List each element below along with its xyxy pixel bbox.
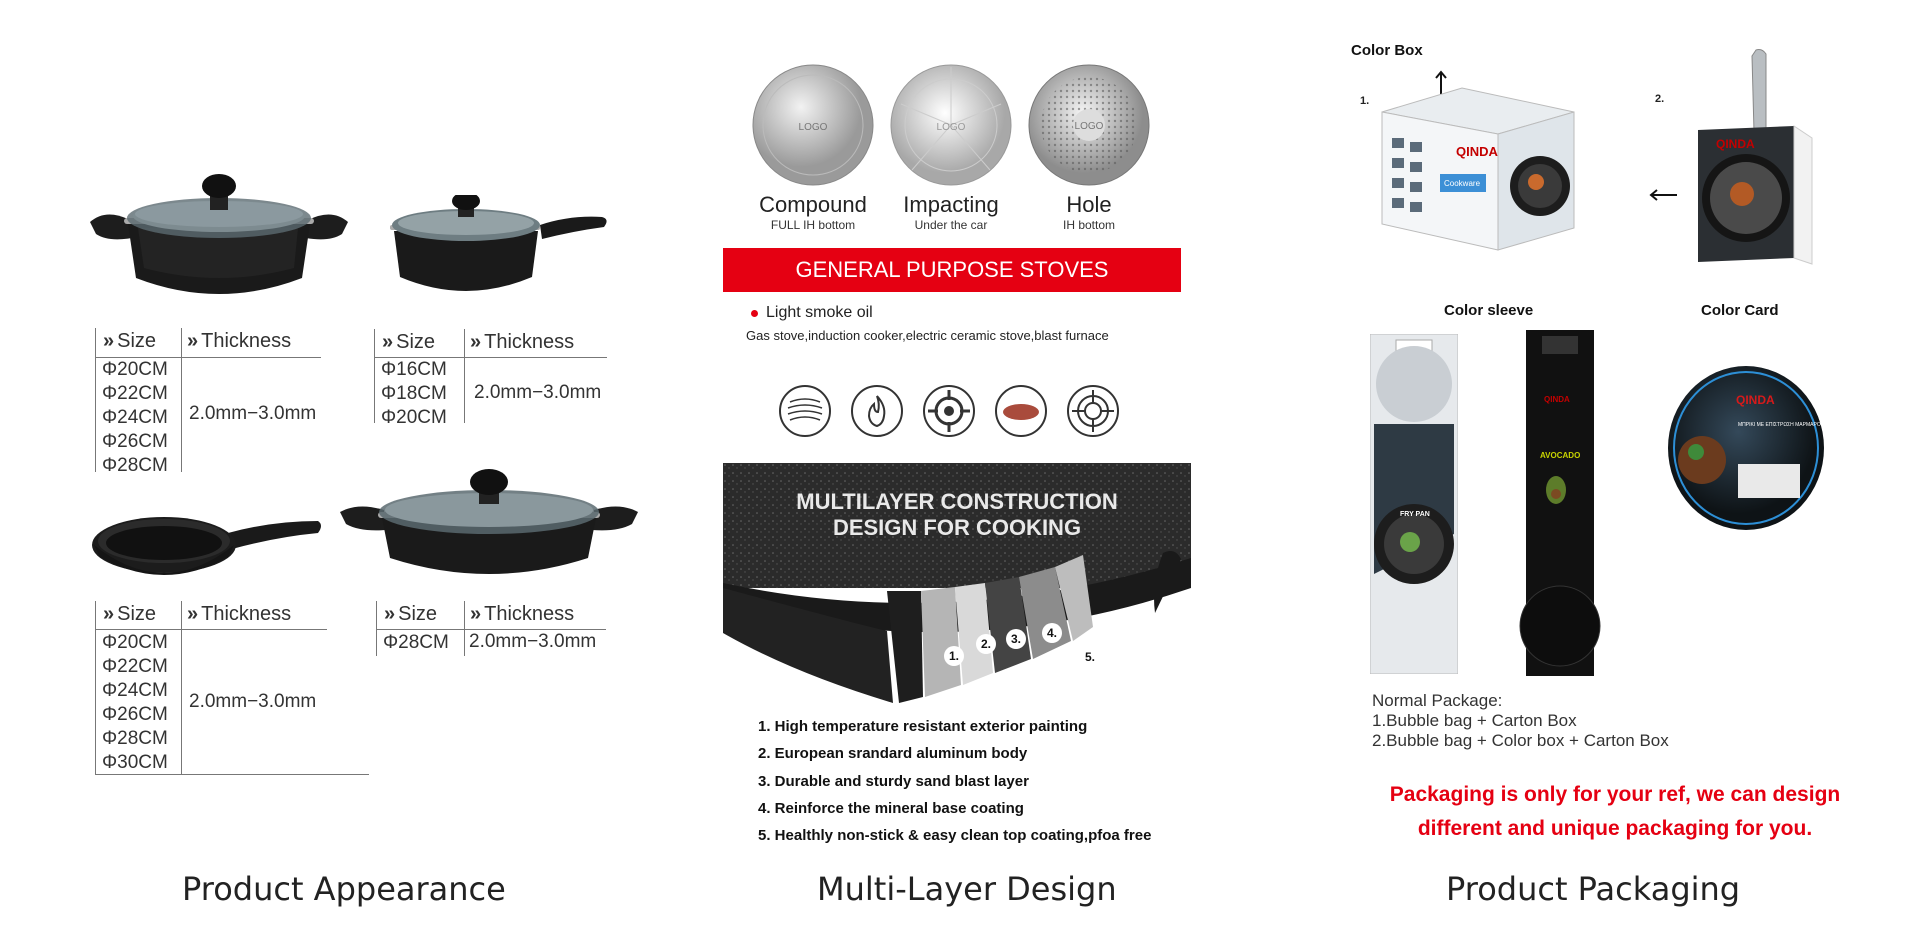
size-list: Φ16CM Φ18CM Φ20CM [381,359,447,428]
sleeve-avocado-text: AVOCADO [1540,451,1580,460]
color-sleeve-label: Color sleeve [1444,302,1534,319]
disc-label-hole: Hole [1066,192,1112,217]
thickness-value: 2.0mm−3.0mm [189,403,317,424]
saucepan-image [390,195,607,291]
color-sleeve-white-image: FRY PAN [1370,334,1458,674]
thickness-header: »Thickness [187,330,292,352]
impacting-bottom-disc-image: LOGO [890,64,1012,186]
disc-sub-impacting: Under the car [914,218,988,232]
frying-pan-image [92,517,321,575]
size-list: Φ28CM [383,632,449,653]
size-header: »Size [103,330,157,352]
thickness-value: 2.0mm−3.0mm [189,691,317,712]
layer-item-1: 1. High temperature resistant exterior p… [758,718,1088,735]
casserole-pot-image [90,174,348,294]
hole-bottom-disc-image: LOGO [1028,64,1150,186]
sleeve-brand-text: QINDA [1544,395,1570,404]
thickness-header: »Thickness [470,603,575,625]
ceramic-plate-icon [995,385,1047,437]
disc-logo: LOGO [1075,121,1104,132]
disc-sub-hole: IH bottom [1062,218,1116,232]
color-box-image: QINDA Cookware [1381,87,1575,251]
disc-logo: LOGO [937,122,966,133]
size-list: Φ20CM Φ22CM Φ24CM Φ26CM Φ28CM Φ30CM [102,632,168,773]
layer-marker-3: 3. [1011,632,1021,646]
packaging-note-line-1: Packaging is only for your ref, we can d… [1389,783,1841,806]
up-arrow-icon [1435,70,1447,94]
disc-label-impacting: Impacting [903,192,999,217]
thickness-header: »Thickness [187,603,292,625]
induction-coil-icon [779,385,831,437]
layer-item-5: 5. Healthly non-stick & easy clean top c… [758,827,1152,844]
panel-title-line-1: MULTILAYER CONSTRUCTION [796,489,1117,514]
normal-package-option-2: 2.Bubble bag + Color box + Carton Box [1372,731,1669,750]
card-brand-text: QINDA [1736,393,1775,407]
card-box-brand-text: QINDA [1716,137,1755,151]
product-appearance-caption: Product Appearance [182,870,506,908]
size-header: »Size [382,331,436,353]
layer-marker-4: 4. [1047,626,1057,640]
color-box-label: Color Box [1351,42,1423,59]
product-packaging-caption: Product Packaging [1446,870,1741,908]
gas-burner-icon [923,385,975,437]
normal-package-option-1: 1.Bubble bag + Carton Box [1372,711,1577,730]
shallow-casserole-image [340,469,638,574]
color-card-image: QINDA ΜΠΡΙΚΙ ΜΕ ΕΠΙΣΤΡΩΣΗ ΜΑΡΜΑΡΟ [1668,366,1824,530]
package-marker-1: 1. [1360,95,1370,107]
panel-title-line-2: DESIGN FOR COOKING [833,515,1081,540]
bullet-dot-icon [751,310,758,317]
stove-types-text: Gas stove,induction cooker,electric cera… [746,328,1109,343]
disc-logo: LOGO [799,122,828,133]
sleeve-fry-pan-text: FRY PAN [1400,511,1430,518]
layer-item-3: 3. Durable and sturdy sand blast layer [758,773,1029,790]
multilayer-cross-section-image: MULTILAYER CONSTRUCTION DESIGN FOR COOKI… [723,463,1191,703]
size-header: »Size [103,603,157,625]
color-card-label: Color Card [1701,302,1779,319]
light-smoke-oil-text: Light smoke oil [766,304,873,321]
thickness-value: 2.0mm−3.0mm [474,382,602,403]
box-side-text: Cookware [1444,179,1481,188]
flame-icon [851,385,903,437]
packaging-note-line-2: different and unique packaging for you. [1417,817,1813,840]
size-list: Φ20CM Φ22CM Φ24CM Φ26CM Φ28CM [102,359,168,476]
layer-item-2: 2. European srandard aluminum body [758,745,1028,762]
left-arrow-icon [1649,189,1677,201]
layer-marker-5: 5. [1085,650,1095,664]
box-brand-text: QINDA [1456,144,1499,159]
layer-marker-2: 2. [981,637,991,651]
thickness-value: 2.0mm−3.0mm [469,631,597,652]
card-product-text: ΜΠΡΙΚΙ ΜΕ ΕΠΙΣΤΡΩΣΗ ΜΑΡΜΑΡΟ [1738,422,1821,428]
disc-label-compound: Compound [759,192,867,217]
package-marker-2: 2. [1655,93,1665,105]
disc-sub-compound: FULL IH bottom [770,218,856,232]
fry-pan-in-box-image: QINDA [1698,49,1813,265]
layer-item-4: 4. Reinforce the mineral base coating [758,800,1024,817]
thickness-header: »Thickness [470,331,575,353]
multilayer-caption: Multi-Layer Design [817,870,1117,908]
color-sleeve-black-image: QINDA AVOCADO [1519,330,1601,676]
normal-package-title: Normal Package: [1372,691,1503,710]
compound-bottom-disc-image: LOGO [752,64,874,186]
layer-marker-1: 1. [949,649,959,663]
size-header: »Size [384,603,438,625]
general-purpose-stoves-banner: GENERAL PURPOSE STOVES [723,248,1181,292]
electric-hob-icon [1067,385,1119,437]
